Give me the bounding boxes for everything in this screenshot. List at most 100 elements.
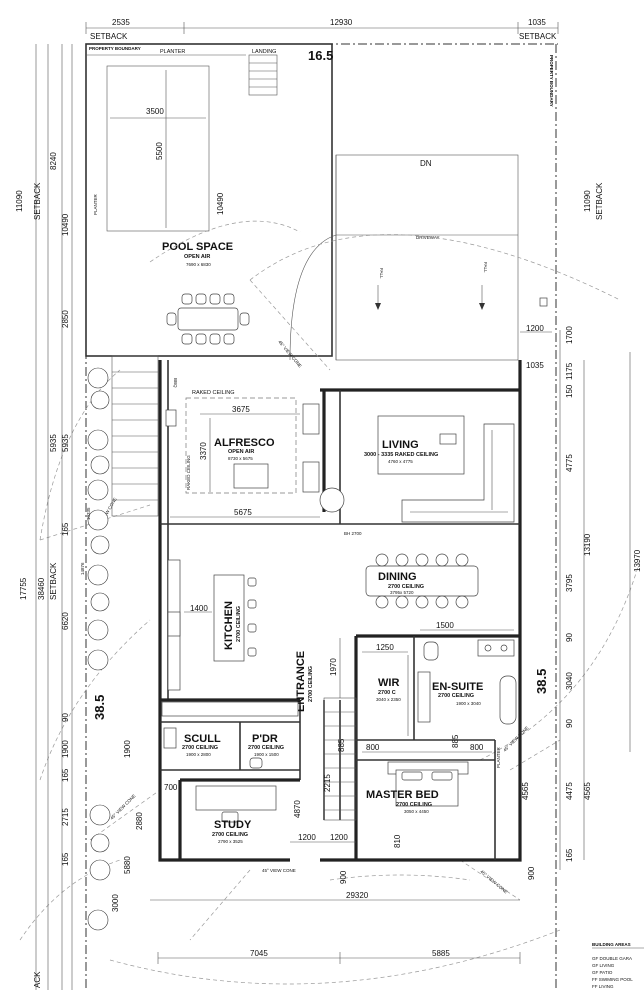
wir-sub: 2700 C [378, 690, 396, 696]
left-dim-165-b: 165 [61, 768, 70, 782]
dim-885-master: 885 [451, 734, 460, 748]
pool-width: 3500 [146, 107, 164, 116]
left-setback-2: SETBACK [49, 562, 58, 600]
alfresco-dim-2: 3370 [199, 442, 208, 460]
left-total-38460: 38460 [37, 577, 46, 600]
dim-2215: 2215 [323, 774, 332, 792]
driveway-area: DN DRIVEWAY FALL FALL 1200 1035 [289, 154, 552, 370]
dim-1970: 1970 [329, 658, 338, 676]
study-title: STUDY [214, 819, 252, 831]
left-dim-8240: 8240 [49, 152, 58, 170]
pdr-size: 1900 x 1500 [254, 752, 279, 757]
left-dim-14876: 14876 [80, 562, 85, 575]
property-boundary-label-right: PROPERTY BOUNDARY [549, 55, 554, 107]
dining-room: DINING 2700 CEILING 3795x 5720 [365, 553, 479, 609]
left-dim-90: 90 [61, 713, 70, 722]
kitchen-dim: 1400 [190, 604, 208, 613]
left-dim-5935-a: 5935 [49, 434, 58, 452]
bh-label: BH 2700 [344, 531, 362, 536]
bottom-total: 29320 [346, 891, 369, 900]
left-dim-6620: 6620 [61, 612, 70, 630]
bottom-left: 7045 [250, 949, 268, 958]
scull-title: SCULL [184, 733, 221, 745]
right-dim-165: 165 [565, 848, 574, 862]
alfresco-raked-side: RAKED CEILING [186, 455, 191, 490]
master-sub: 2700 CEILING [396, 802, 432, 808]
building-areas-legend: BUILDING AREAS GF DOUBLE GARA GF LIVING … [592, 942, 644, 989]
master-size: 3050 x 4450 [404, 809, 429, 814]
top-dim-right: 1035 [528, 18, 546, 27]
dining-title: DINING [378, 571, 417, 583]
planter-label-master: PLANTER [496, 746, 501, 768]
ensuite-room: 1500 EN-SUITE 2700 CEILING 1900 x 3040 3… [417, 621, 549, 725]
dim-700: 700 [164, 783, 178, 792]
entrance-title: ENTRANCE [295, 651, 307, 712]
dining-size: 3795x 5720 [390, 590, 414, 595]
right-dim-150: 150 [565, 384, 574, 398]
right-total-11090: 11090 [583, 190, 592, 212]
legend-item-3: GF PATIO [592, 970, 613, 975]
right-dim-4565-b: 4565 [521, 782, 530, 800]
dim-885-stair: 885 [337, 738, 346, 752]
living-room: LIVING 3000 - 3335 RAKED CEILING 4760 x … [364, 415, 515, 523]
landing-label: LANDING [252, 49, 276, 55]
left-dimensions: 8240 10490 2850 5935 5935 165 10335 1487… [15, 44, 144, 990]
dim-1200-b: 1200 [330, 833, 348, 842]
left-dim-165-a: 165 [61, 522, 70, 536]
outdoor-table [177, 307, 239, 331]
dim-1035-driveway: 1035 [526, 361, 544, 370]
legend-item-2: GF LIVING [592, 963, 615, 968]
scull-sub: 2700 CEILING [182, 745, 218, 751]
fall-label-left: FALL [379, 268, 384, 279]
left-dim-1900-a: 1900 [61, 740, 70, 758]
right-dim-90-a: 90 [565, 633, 574, 642]
right-dim-3795: 3795 [565, 574, 574, 592]
right-dim-1175: 1175 [565, 362, 574, 380]
pool-span: 10490 [216, 192, 225, 215]
right-dimensions: 1700 150 1175 4775 3795 90 3040 90 4475 … [521, 182, 642, 870]
alfresco-dim-3: 5675 [234, 508, 252, 517]
pool-space-sub: OPEN AIR [184, 254, 210, 260]
entrance-sub: 2700 CEILING [308, 666, 314, 702]
swimming-pool [106, 65, 210, 232]
pool-space-size: 7690 x 6830 [186, 262, 211, 267]
dim-4870: 4870 [293, 800, 302, 818]
left-dim-2715: 2715 [61, 808, 70, 826]
service-rooms: SCULL 2700 CEILING 1900 x 2800 P'DR 2700… [92, 695, 299, 844]
level-mid-left: 38.5 [92, 695, 107, 720]
living-title: LIVING [382, 439, 419, 451]
fall-label-right: FALL [483, 262, 488, 273]
view-cone-label-4: 45° VIEW CONE [502, 725, 529, 752]
setback-top-right: SETBACK [519, 32, 557, 41]
top-dimension-line: 2535 12930 1035 SETBACK SETBACK [85, 18, 559, 41]
bottom-dimensions: 29320 7045 5885 [150, 891, 521, 964]
wir-size: 3040 x 2350 [376, 697, 401, 702]
legend-item-4: FF SWIMING POOL [592, 977, 633, 982]
legend-item-1: GF DOUBLE GARA [592, 956, 632, 961]
left-total-11090: 11090 [15, 190, 24, 212]
study-desk [195, 785, 277, 811]
left-dim-165-c: 165 [61, 852, 70, 866]
pdr-title: P'DR [252, 733, 278, 745]
right-dim-1700: 1700 [565, 326, 574, 344]
alfresco-sub: OPEN AIR [228, 449, 254, 455]
dim-1200-a: 1200 [298, 833, 316, 842]
right-dim-4775: 4775 [565, 454, 574, 472]
left-dim-3000: 3000 [111, 894, 120, 912]
alfresco-raked: RAKED CEILING [192, 390, 234, 396]
level-mid-right: 38.5 [534, 669, 549, 694]
ensuite-title: EN-SUITE [432, 681, 483, 693]
alfresco-dim-1: 3675 [232, 405, 250, 414]
view-cones: 45° VIEW CONE 45° VIEW CONE 45° VIEW CON… [19, 220, 641, 985]
living-size: 4760 x 4775 [388, 459, 413, 464]
view-cone-label-3: 45° VIEW CONE [109, 793, 136, 820]
ensuite-size: 1900 x 3040 [456, 701, 481, 706]
right-setback: SETBACK [595, 182, 604, 220]
dining-sub: 2700 CEILING [388, 584, 424, 590]
right-dim-13970: 13970 [633, 549, 642, 572]
planter-label: PLANTER [160, 49, 185, 55]
dim-800-a: 800 [366, 743, 380, 752]
level-top: 16.5 [308, 48, 333, 63]
master-bed-room: 800 885 800 MASTER BED 2700 CEILING 3050… [339, 734, 536, 884]
